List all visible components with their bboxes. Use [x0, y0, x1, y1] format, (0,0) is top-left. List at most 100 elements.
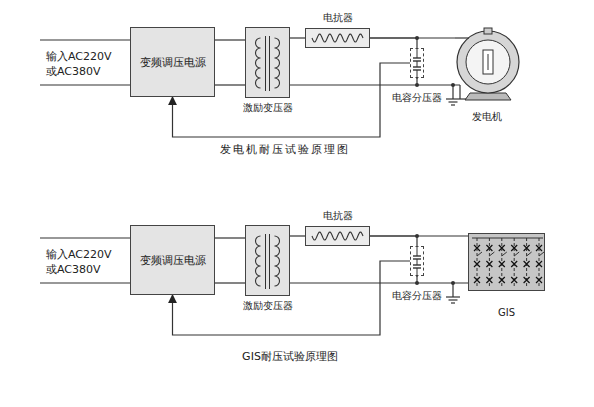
generator: 发电机 [455, 30, 519, 94]
wire [215, 282, 245, 283]
gis-breaker [524, 261, 530, 267]
wire [446, 98, 460, 99]
gis-link [489, 252, 494, 256]
symbol-art [411, 247, 425, 277]
capacitor-plate [413, 66, 421, 67]
transformer-core [265, 36, 266, 91]
part-label: 激励变压器 [243, 101, 293, 114]
gis-breaker [474, 245, 480, 251]
part-label: 电容分压器 [392, 91, 442, 104]
part-label: 电抗器 [323, 209, 353, 222]
gis-link [502, 252, 507, 256]
divider-lead [417, 268, 418, 277]
wire-connector [370, 235, 468, 236]
generator-housing [457, 31, 519, 93]
capacitor-plate [413, 258, 421, 259]
wire-connector [215, 39, 245, 40]
reactor-coil [312, 34, 363, 42]
wire [452, 85, 453, 99]
reactor-symbol: 电抗器 [305, 226, 370, 246]
wire [40, 237, 130, 238]
part-label: 激励变压器 [243, 299, 293, 312]
gis-breaker [486, 261, 492, 267]
box-label: 变频调压电源 [140, 254, 206, 267]
divider-lead [417, 61, 418, 67]
gis-breaker [474, 261, 480, 267]
part-label: 电容分压器 [392, 289, 442, 302]
wire-connector [290, 235, 305, 236]
transformer-coil [256, 38, 261, 88]
symbol-art [455, 30, 519, 94]
gis-breaker [536, 277, 542, 283]
input-voltage-label: 输入AC220V 或AC380V [46, 247, 122, 277]
symbol-art [306, 227, 371, 247]
gis-link [514, 252, 519, 256]
wire [451, 104, 455, 105]
transformer-core [265, 234, 266, 289]
divider-lead [417, 247, 418, 256]
excitation-transformer: 激励变压器 [245, 27, 290, 98]
capacitive-divider: 电容分压器 [410, 246, 424, 276]
generator-rotor [483, 50, 493, 74]
gis-breaker [511, 261, 517, 267]
gis-breaker [536, 245, 542, 251]
capacitive-divider: 电容分压器 [410, 48, 424, 78]
gis-breaker [499, 277, 505, 283]
power-supply-box: 变频调压电源 [130, 27, 215, 97]
capacitor-plate [413, 255, 421, 256]
symbol-art [306, 29, 371, 49]
transformer-coil [275, 236, 280, 286]
wire [215, 84, 245, 85]
wire-connector [290, 37, 305, 38]
gis-breaker [486, 245, 492, 251]
wire [40, 39, 130, 40]
generator-lead [455, 37, 469, 38]
gis-breaker [511, 245, 517, 251]
gis-breaker [524, 277, 530, 283]
capacitor-plate [413, 57, 421, 58]
wire [459, 85, 460, 99]
wire-connector [370, 236, 417, 246]
wire-connector [370, 38, 417, 48]
symbol-art [411, 49, 425, 79]
power-supply-box: 变频调压电源 [130, 225, 215, 295]
gis-breaker [511, 277, 517, 283]
wire-connector [370, 37, 455, 38]
gis-breaker [486, 277, 492, 283]
gis-switchgear: GIS [468, 233, 545, 291]
transformer-core [269, 234, 270, 289]
diagram-caption: 发电机耐压试验原理图 [220, 142, 350, 157]
wire [290, 282, 468, 283]
capacitor-plate [413, 267, 421, 268]
wire [40, 84, 130, 85]
gis-breaker [524, 245, 530, 251]
wire [449, 101, 458, 102]
capacitor-plate [413, 69, 421, 70]
transformer-core [269, 36, 270, 91]
reactor-coil [312, 232, 363, 240]
gis-breaker [499, 261, 505, 267]
wire [446, 296, 460, 297]
reactor-symbol: 电抗器 [305, 28, 370, 48]
capacitor-plate [413, 264, 421, 265]
part-label: 电抗器 [323, 11, 353, 24]
wire [449, 299, 458, 300]
gis-breaker [474, 277, 480, 283]
symbol-art [246, 226, 291, 297]
divider-lead [417, 259, 418, 265]
divider-lead [417, 49, 418, 58]
generator-stator [466, 40, 510, 84]
gis-busbar [472, 238, 543, 239]
part-label: 发电机 [472, 110, 502, 123]
wire [451, 302, 455, 303]
divider-lead [417, 70, 418, 79]
gis-breaker [499, 245, 505, 251]
generator-base [465, 93, 511, 100]
capacitor-plate [413, 60, 421, 61]
wire-connector [215, 237, 245, 238]
symbol-art [246, 28, 291, 99]
input-voltage-label: 输入AC220V 或AC380V [46, 49, 122, 79]
transformer-coil [275, 38, 280, 88]
excitation-transformer: 激励变压器 [245, 225, 290, 296]
